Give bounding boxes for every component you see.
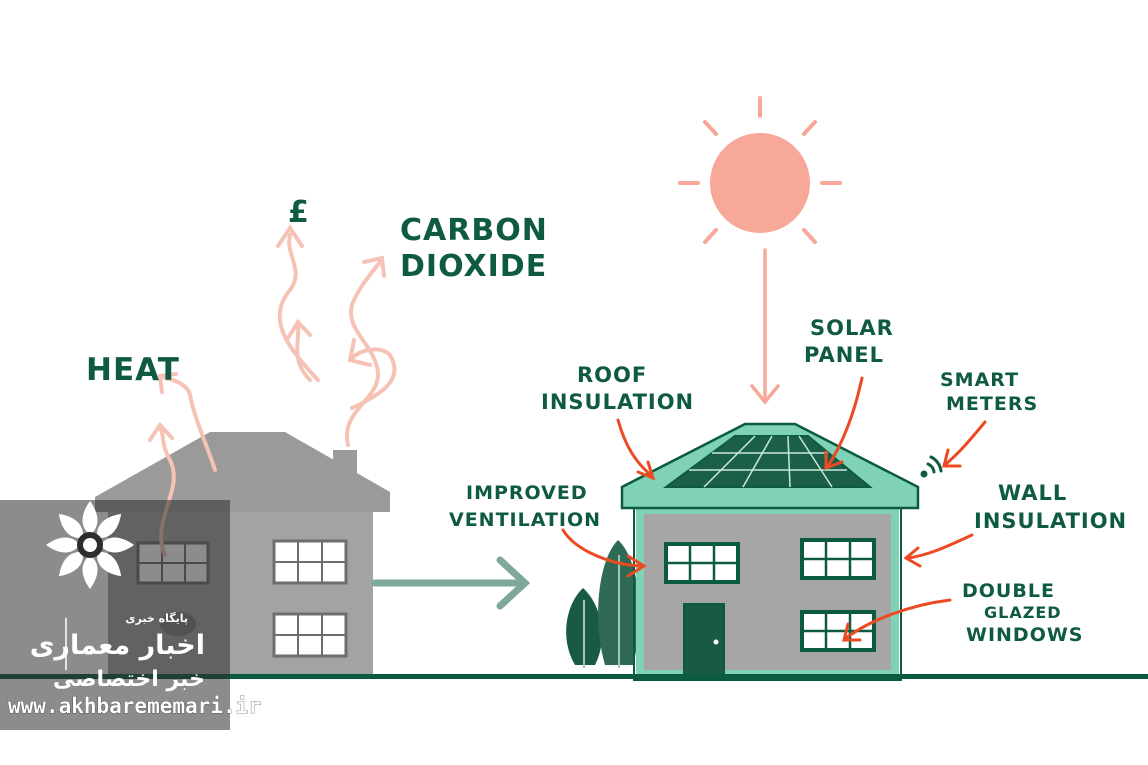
watermark-main-text: اخبار معماری [30, 630, 205, 661]
watermark-url: www.akhbarememari.ir [8, 694, 261, 718]
new-house [620, 422, 920, 681]
transition-arrow [371, 556, 531, 610]
pound-label: £ [288, 195, 310, 230]
pointer-arrows [561, 376, 987, 642]
heat-label: HEAT [86, 352, 180, 388]
ventilation-arrow [561, 528, 644, 568]
smart-label-line2: METERS [946, 393, 1038, 415]
sun-disc [710, 133, 810, 233]
carbon-label-line1: CARBON [400, 213, 548, 248]
heat-arrows [148, 224, 397, 557]
solar-panel-arrow [826, 376, 864, 468]
glazed-label-line3: WINDOWS [966, 624, 1084, 646]
trees [566, 540, 640, 668]
roof-insulation-arrow [616, 418, 654, 478]
new-window-panes [666, 540, 874, 650]
double-glazed-arrow [844, 598, 952, 640]
watermark: پایگاه خبری اخبار معماری خبر اختصاصی www… [0, 500, 261, 730]
watermark-sub-text: خبر اختصاصی [53, 667, 205, 692]
wall-label-line1: WALL [998, 481, 1067, 505]
carbon-label-line2: DIOXIDE [400, 249, 547, 284]
ventilation-label-line1: IMPROVED [466, 482, 588, 504]
smart-label-line1: SMART [940, 369, 1019, 391]
roof-label-line2: INSULATION [541, 390, 694, 414]
wall-insulation-arrow [906, 533, 974, 560]
labels: HEAT £ CARBON DIOXIDE ROOF INSULATION SO… [86, 195, 1127, 646]
sun-to-panel-arrow [750, 248, 780, 405]
watermark-small-text: پایگاه خبری [125, 612, 188, 625]
roof-label-line1: ROOF [577, 363, 647, 387]
wall-label-line2: INSULATION [974, 509, 1127, 533]
old-house-roof [95, 432, 390, 512]
sun [678, 96, 842, 405]
door-knob [713, 639, 719, 645]
ground-line [0, 674, 1148, 679]
solar-label-line2: PANEL [804, 343, 884, 367]
watermark-logo [46, 501, 134, 589]
solar-panel-grid [689, 435, 847, 488]
sun-rays [678, 96, 842, 244]
solar-label-line1: SOLAR [810, 316, 894, 340]
wifi-icon [920, 455, 943, 478]
ventilation-label-line2: VENTILATION [449, 509, 601, 531]
glazed-label-line1: DOUBLE [962, 580, 1055, 602]
new-house-door [683, 603, 725, 677]
smart-meters-arrow [944, 420, 987, 466]
glazed-label-line2: GLAZED [984, 603, 1062, 622]
